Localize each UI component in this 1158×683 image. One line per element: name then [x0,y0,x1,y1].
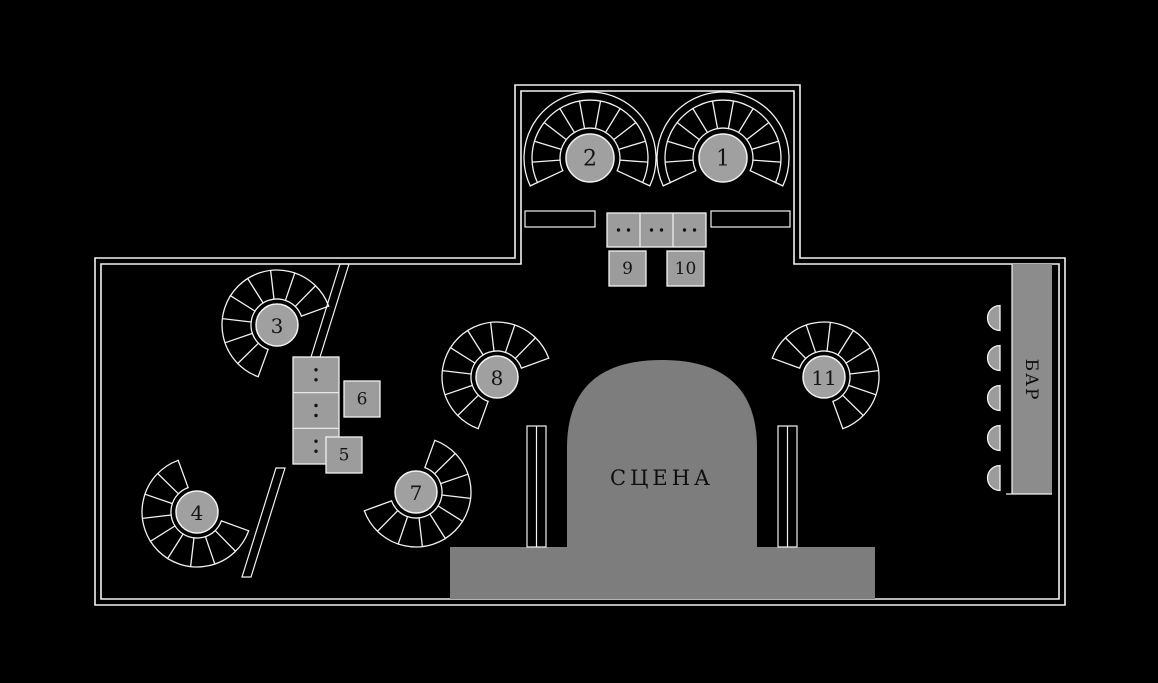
stage-label: СЦЕНА [610,466,714,490]
table-seat-circle[interactable] [394,470,438,514]
table-4[interactable]: 4 [141,459,250,568]
table-number: 7 [410,481,423,505]
table-11[interactable]: 11 [771,321,880,430]
table-10[interactable]: 10 [666,250,705,287]
table-9[interactable]: 9 [608,250,647,287]
table-number: 4 [191,501,204,525]
table-8[interactable]: 8 [441,321,550,430]
bar-stool [986,384,1001,412]
venue-walls [94,84,1066,606]
stage: СЦЕНА [450,360,875,599]
stage-platform [450,547,875,599]
bar-stool [986,304,1001,332]
table-3[interactable]: 3 [221,269,330,378]
stage-column-left [526,425,547,548]
table-number: 11 [811,366,836,390]
table-number: 1 [716,147,730,172]
bar-stool [986,464,1001,492]
bar-counter: БАР [1006,264,1052,495]
bar-stools [986,304,1001,492]
table-seat-circle[interactable] [802,355,846,399]
table-seat-circle[interactable] [565,133,615,183]
table-seat-circle[interactable] [698,133,748,183]
table-seat-circle[interactable] [175,490,219,534]
table-seat-circle[interactable] [475,355,519,399]
table-number: 10 [675,259,697,279]
stage-column-right [777,425,798,548]
table-number: 3 [271,314,284,338]
table-number: 8 [491,366,504,390]
table-2[interactable]: 2 [523,91,657,187]
banquette-left [292,356,340,465]
stage-arch [567,360,757,547]
table-6[interactable]: 6 [343,380,381,418]
bar-stool [986,344,1001,372]
fan-tables: 1 2 3 4 7 8 11 [141,91,880,568]
table-number: 5 [339,446,350,466]
banquette-alcove [524,210,791,248]
table-number: 6 [357,390,368,410]
bar-stool [986,424,1001,452]
table-1[interactable]: 1 [656,91,790,187]
table-5[interactable]: 5 [325,436,363,474]
table-number: 2 [583,147,597,172]
table-number: 9 [622,259,633,279]
bar-label: БАР [1021,359,1041,402]
table-7[interactable]: 7 [363,439,472,548]
table-seat-circle[interactable] [255,303,299,347]
